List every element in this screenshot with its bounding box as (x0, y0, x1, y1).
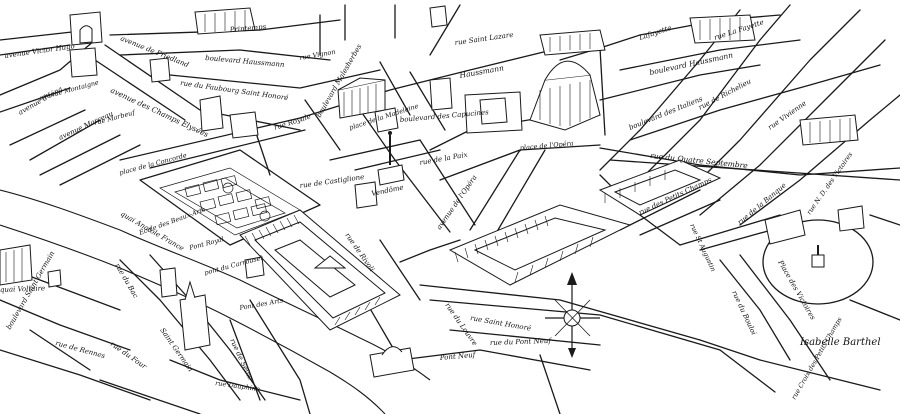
banque-de-france (764, 209, 806, 245)
place-victoires-statue (811, 245, 825, 268)
printemps-building (689, 14, 756, 44)
small-building-8 (69, 47, 98, 78)
label-rue-richelieu: rue de Richelieu (697, 77, 753, 112)
label-avenue-montaigne: avenue Montaigne (38, 78, 99, 102)
label-rue-du-bac: rue du Bac (113, 262, 139, 300)
small-building-7 (199, 95, 224, 132)
palais-royal (448, 204, 632, 286)
label-rue-st-lazare: rue Saint Lazare (454, 31, 514, 47)
label-rue-de-rennes: rue de Rennes (54, 339, 106, 360)
small-building-2 (374, 107, 399, 133)
label-galeries-lafayette: Lafayette (637, 24, 672, 42)
label-boulevard-haussmann-right: boulevard Haussmann (649, 50, 734, 77)
label-rue-bouloi: rue du Bouloi (730, 289, 758, 336)
small-building-9 (159, 267, 178, 298)
label-rue-du-pont-neuf: rue du Pont Neuf (490, 337, 553, 347)
label-place-victoires: Place des Victoires (776, 258, 817, 321)
small-building-5 (149, 57, 171, 83)
musee-orsay (0, 244, 33, 286)
north-east-building (837, 205, 865, 232)
label-avenue-marceau: avenue Marceau (57, 109, 114, 141)
seine-river (0, 189, 431, 414)
label-pont-des-arts: Pont des Arts (238, 296, 284, 312)
small-building-10 (47, 269, 62, 288)
label-haussmann-mid: Haussmann (458, 63, 505, 80)
madeleine-church (337, 77, 386, 119)
label-pont-royal: Pont Royal (187, 235, 224, 252)
label-quai-voltaire: quai Voltaire (0, 284, 45, 294)
street-labels: avenue Victor Hugo avenue d'Iéna avenue … (0, 18, 855, 401)
label-faubourg-st-honore: rue du Faubourg Saint Honoré (180, 79, 289, 102)
vendome-column (377, 131, 405, 186)
small-building-11 (244, 256, 265, 279)
bourse-building (799, 114, 859, 146)
label-place-opera: place de l'Opéra (519, 139, 574, 152)
label-rue-du-four: rue du Four (109, 340, 149, 371)
small-building-4 (229, 111, 259, 139)
small-building-3 (354, 181, 378, 209)
label-boulevard-haussmann-left: boulevard Haussmann (205, 54, 285, 69)
gare-saint-lazare (194, 7, 256, 35)
label-rue-notre-dame-victoires: rue N. D. des Victoires (805, 150, 855, 216)
galeries-lafayette-building (539, 29, 606, 56)
saint-germain-church (179, 280, 211, 351)
small-building-1 (429, 77, 453, 111)
street-network (0, 4, 900, 414)
institut-de-france (369, 346, 415, 378)
compass-rose (545, 272, 600, 358)
artist-signature: Isabelle Barthel (799, 337, 881, 348)
label-avenue-opera: avenue de l'Opéra (435, 174, 479, 231)
label-rue-st-honore: rue Saint Honoré (470, 314, 532, 333)
label-rue-st-augustin: rue St Augustin (688, 222, 717, 272)
label-avenue-victor-hugo: avenue Victor Hugo (4, 42, 75, 60)
arc-de-triomphe (69, 11, 103, 46)
label-rue-du-louvre: rue du Louvre (443, 302, 478, 348)
label-pont-neuf: Pont Neuf (438, 351, 477, 362)
louvre-palace (239, 209, 401, 331)
label-place-concorde: place de la Concorde (118, 151, 187, 177)
label-rue-marbeuf: rue Marbeuf (93, 108, 137, 127)
label-croix-petits-champs: rue Croix des Petits Champs (790, 315, 844, 401)
label-rue-de-seine: rue de Seine (228, 337, 254, 381)
small-building-6 (429, 5, 448, 28)
trinite-building (464, 91, 523, 134)
louvre-pyramid (313, 255, 347, 269)
label-printemps: Printemps (228, 23, 266, 34)
bibliotheque-nationale (598, 159, 722, 216)
